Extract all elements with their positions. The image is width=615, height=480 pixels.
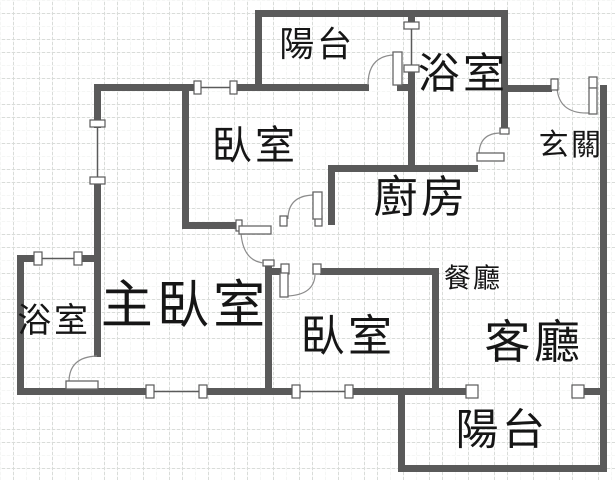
door-swing-arc bbox=[68, 355, 98, 383]
room-label-bedroom-bottom: 臥室 bbox=[300, 312, 396, 361]
room-label-bathroom-top: 浴室 bbox=[417, 52, 509, 98]
wall-segment bbox=[17, 255, 36, 262]
room-label-bedroom-top: 臥室 bbox=[211, 123, 299, 168]
window-cap bbox=[89, 119, 106, 128]
door-leaf bbox=[312, 191, 323, 220]
door-post bbox=[588, 76, 598, 89]
wall-segment bbox=[398, 392, 405, 472]
room-label-balcony-top: 陽台 bbox=[279, 25, 355, 65]
door-swing-arc bbox=[286, 274, 316, 297]
balcony-opening-post bbox=[571, 384, 585, 399]
door-post bbox=[312, 263, 322, 275]
doors bbox=[65, 51, 598, 390]
wall-segment bbox=[397, 84, 410, 91]
wall-segment bbox=[328, 165, 335, 225]
walls bbox=[17, 10, 607, 472]
door-post bbox=[550, 78, 559, 91]
room-label-master-bedroom: 主臥室 bbox=[100, 278, 270, 335]
wall-segment bbox=[501, 85, 552, 92]
wall-segment bbox=[408, 10, 415, 25]
wall-segment bbox=[94, 84, 197, 91]
wall-segment bbox=[17, 388, 148, 395]
door-swing-arc bbox=[556, 87, 590, 114]
door-leaf bbox=[392, 51, 403, 86]
wall-segment bbox=[265, 268, 285, 275]
wall-segment bbox=[255, 10, 262, 91]
window-cap bbox=[403, 64, 420, 73]
wall-segment bbox=[432, 268, 439, 395]
window-cap bbox=[89, 176, 106, 185]
wall-segment bbox=[600, 85, 607, 472]
door-swing-arc bbox=[240, 232, 265, 264]
door-leaf bbox=[279, 272, 289, 298]
wall-segment bbox=[501, 10, 508, 132]
wall-segment bbox=[350, 388, 470, 395]
wall-segment bbox=[94, 84, 101, 128]
door-leaf bbox=[238, 225, 272, 235]
wall-segment bbox=[255, 10, 508, 17]
wall-segment bbox=[408, 72, 415, 172]
door-swing-arc bbox=[367, 54, 395, 86]
wall-segment bbox=[320, 268, 439, 275]
room-label-bathroom-bottom: 浴室 bbox=[17, 303, 91, 340]
window-cap bbox=[344, 384, 354, 399]
window-cap bbox=[291, 384, 301, 399]
wall-segment bbox=[584, 388, 607, 395]
wall-segment bbox=[182, 222, 242, 229]
wall-segment bbox=[231, 84, 369, 91]
wall-segment bbox=[265, 265, 272, 392]
wall-end-cap bbox=[499, 127, 510, 135]
wall-segment bbox=[328, 165, 478, 172]
door-leaf bbox=[588, 87, 598, 115]
wall-segment bbox=[205, 388, 294, 395]
window-cap bbox=[193, 80, 202, 95]
room-label-kitchen: 廚房 bbox=[373, 173, 469, 222]
door-swing-arc bbox=[287, 194, 314, 220]
window-cap bbox=[198, 384, 208, 399]
room-label-living-room: 客廳 bbox=[484, 317, 584, 368]
room-label-balcony-bottom: 陽台 bbox=[455, 407, 549, 455]
wall-segment bbox=[17, 255, 24, 395]
room-label-dining: 餐廳 bbox=[443, 263, 503, 294]
window-cap bbox=[33, 251, 43, 266]
window-cap bbox=[73, 251, 83, 266]
wall-segment bbox=[398, 465, 607, 472]
door-leaf bbox=[65, 380, 99, 390]
door-swing-arc bbox=[478, 132, 502, 156]
wall-segment bbox=[94, 177, 101, 357]
wall-segment bbox=[182, 84, 189, 229]
balcony-opening-post bbox=[465, 384, 479, 399]
door-post bbox=[279, 215, 288, 227]
window-cap bbox=[403, 21, 420, 30]
door-leaf bbox=[476, 152, 505, 162]
room-label-entry: 玄關 bbox=[538, 129, 604, 162]
window-cap bbox=[229, 80, 238, 95]
window-cap bbox=[145, 384, 155, 399]
wall-segment bbox=[76, 255, 101, 262]
wall-end-cap bbox=[262, 259, 275, 267]
